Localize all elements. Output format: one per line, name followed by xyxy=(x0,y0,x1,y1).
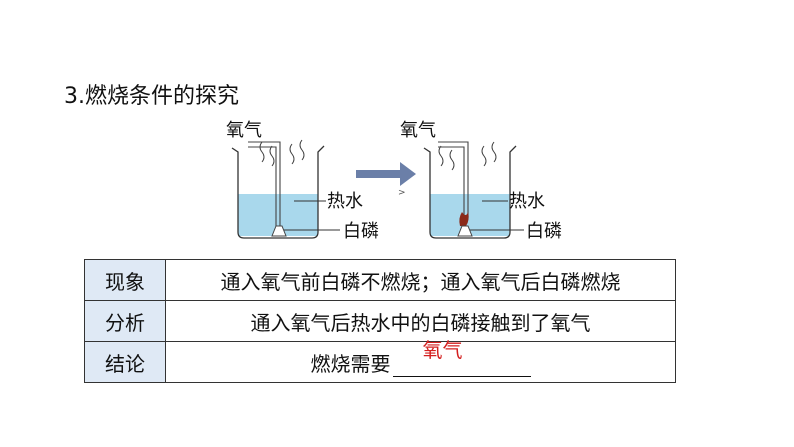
conclusion-text: 燃烧需要 xyxy=(310,351,391,376)
row-content-conclusion: 燃烧需要 氧气 xyxy=(165,338,676,383)
row-content-analysis: 通入氧气后热水中的白磷接触到了氧气 xyxy=(165,300,676,342)
transition-arrow xyxy=(356,162,416,186)
row-label-analysis: 分析 xyxy=(84,300,166,342)
oxygen-tube xyxy=(248,141,281,226)
oxygen-tube xyxy=(438,141,469,218)
left-beaker: 氧气 热水 白磷 xyxy=(226,120,379,242)
row-content-phenomenon: 通入氧气前白磷不燃烧；通入氧气后白磷燃烧 xyxy=(165,259,676,301)
left-oxygen-label: 氧气 xyxy=(226,120,262,141)
row-label-phenomenon: 现象 xyxy=(84,259,166,301)
experiment-summary-table: 现象 通入氧气前白磷不燃烧；通入氧气后白磷燃烧 分析 通入氧气后热水中的白磷接触… xyxy=(84,259,676,383)
answer-blank: 氧气 xyxy=(392,338,531,377)
right-hot-water-label: 热水 xyxy=(509,191,545,212)
right-oxygen-label: 氧气 xyxy=(400,120,436,141)
table-row: 分析 通入氧气后热水中的白磷接触到了氧气 xyxy=(84,300,676,342)
right-white-phosphorus-label: 白磷 xyxy=(526,221,562,242)
answer-text: 氧气 xyxy=(422,337,463,362)
burning-phosphorus xyxy=(459,212,469,226)
section-title: 3.燃烧条件的探究 xyxy=(64,84,239,109)
table-row: 结论 燃烧需要 氧气 xyxy=(84,338,676,383)
svg-text:>: > xyxy=(398,188,406,198)
table-row: 现象 通入氧气前白磷不燃烧；通入氧气后白磷燃烧 xyxy=(84,259,676,301)
row-label-conclusion: 结论 xyxy=(84,341,166,383)
combustion-experiment-diagram: 氧气 热水 白磷 > 氧气 热水 白磷 xyxy=(226,120,562,242)
left-hot-water-label: 热水 xyxy=(327,191,363,212)
left-white-phosphorus-label: 白磷 xyxy=(343,221,379,242)
right-beaker: 氧气 热水 白磷 xyxy=(400,120,562,242)
